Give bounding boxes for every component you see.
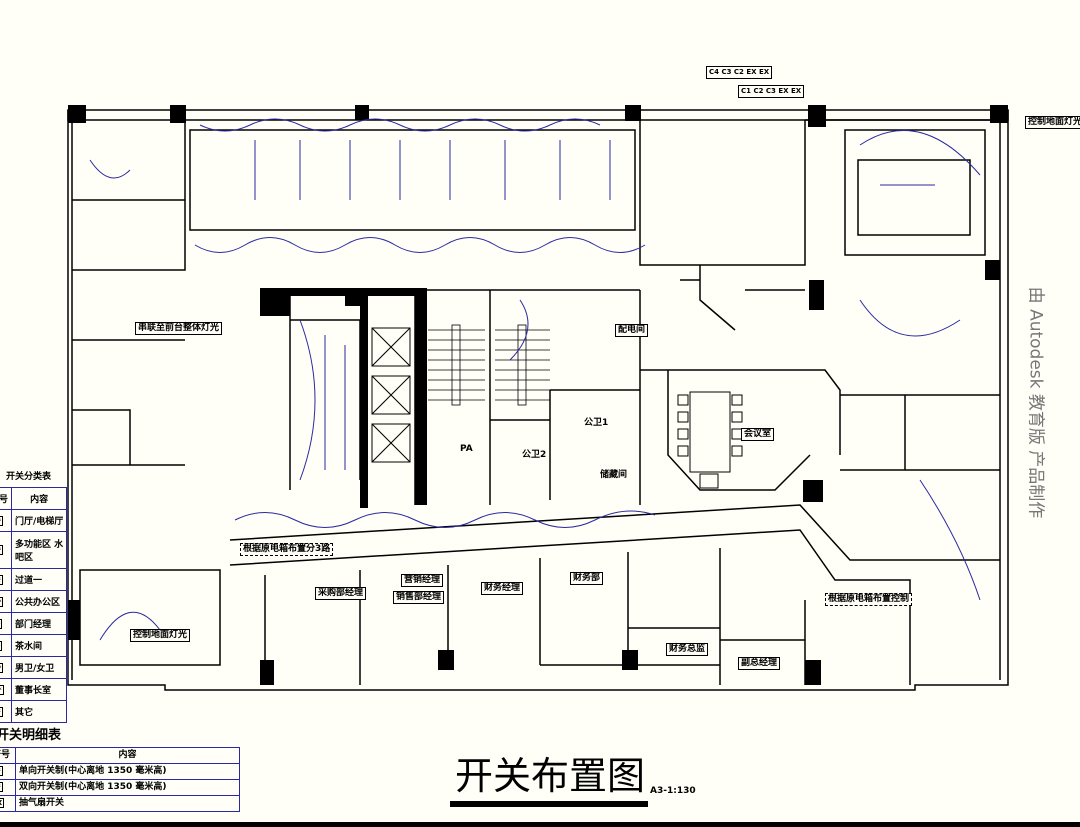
tag-top-2: C1 C2 C3 EX EX <box>738 85 805 98</box>
room-finance-manager: 财务经理 <box>481 582 524 595</box>
stairs <box>428 324 550 406</box>
table-row: H* 董事长室 <box>0 678 68 701</box>
lighting-circuits <box>89 118 981 641</box>
switch-symbol: S* <box>0 782 3 792</box>
switch-symbol: EX <box>0 798 5 808</box>
switch-symbol: F* <box>0 640 3 651</box>
room-storage: 储藏间 <box>600 470 628 480</box>
table-row: EX 抽气扇开关 <box>0 795 240 812</box>
tag-top-1: C4 C3 C2 EX EX <box>706 66 773 79</box>
switch-symbol: A* <box>0 515 4 526</box>
row-content: 多功能区 水吧区 <box>11 531 68 569</box>
room-vice-gm: 副总经理 <box>738 657 781 670</box>
room-finance-director: 财务总监 <box>666 643 709 656</box>
switch-symbol: S* <box>0 706 3 717</box>
switch-symbol: D* <box>0 596 4 607</box>
room-power: 配电间 <box>615 324 649 337</box>
room-pa: PA <box>460 444 473 454</box>
table-row: D* 公共办公区 <box>0 590 68 613</box>
room-purchase-manager: 采购部经理 <box>315 587 367 600</box>
row-content: 部门经理 <box>11 612 68 635</box>
row-content: 抽气扇开关 <box>15 795 240 812</box>
table-row: B* 多功能区 水吧区 <box>0 531 68 569</box>
title-underline <box>450 801 648 807</box>
row-content: 单向开关制(中心离地 1350 毫米高) <box>15 763 240 780</box>
room-finance-dept: 财务部 <box>570 572 604 585</box>
table-row: C* 过道一 <box>0 568 68 591</box>
note-front-light: 串联至前台整体灯光 <box>135 322 223 335</box>
room-toilet-1: 公卫1 <box>584 418 609 428</box>
note-circuit-3: 根据原电箱布置分3路 <box>240 543 334 556</box>
row-content: 董事长室 <box>11 678 68 701</box>
walls <box>67 109 1009 691</box>
table-row: S* 双向开关制(中心离地 1350 毫米高) <box>0 779 240 796</box>
header-code: 符号 <box>0 487 13 510</box>
table-row: G* 男卫/女卫 <box>0 656 68 679</box>
drawing-title: 开关布置图 <box>455 754 646 798</box>
header-content: 内容 <box>15 747 240 764</box>
switch-category-table: 符号内容 A* 门厅/电梯厅 B* 多功能区 水吧区 C* 过道一 D* 公共办公区 E… <box>0 487 68 723</box>
fixtures <box>254 140 935 470</box>
switch-symbol: H* <box>0 684 4 695</box>
header-content: 内容 <box>11 487 68 510</box>
row-content: 公共办公区 <box>11 590 68 613</box>
switch-symbol: S* <box>0 766 3 776</box>
row-content: 过道一 <box>11 568 68 591</box>
switch-detail-caption: 开关明细表 <box>0 728 62 743</box>
switch-symbol: C* <box>0 574 3 585</box>
note-floor-light-right: 控制地面灯光 <box>1025 116 1080 129</box>
autodesk-watermark: 由 Autodesk 教育版 产品制作 <box>1025 286 1046 519</box>
table-row: F* 茶水间 <box>0 634 68 657</box>
note-floor-light-left: 控制地面灯光 <box>130 629 191 642</box>
row-content: 双向开关制(中心离地 1350 毫米高) <box>15 779 240 796</box>
switch-symbol: E* <box>0 618 3 629</box>
row-content: 其它 <box>11 700 68 723</box>
switch-symbol: B* <box>0 545 3 555</box>
room-marketing-manager: 营销经理 <box>401 574 444 587</box>
room-meeting: 会议室 <box>741 428 775 441</box>
conference-table <box>677 391 743 489</box>
row-content: 男卫/女卫 <box>11 656 68 679</box>
switch-symbol: G* <box>0 662 4 673</box>
drawing-scale: A3-1:130 <box>650 786 696 796</box>
table-row: E* 部门经理 <box>0 612 68 635</box>
bottom-border <box>0 822 1080 827</box>
header-code: 符号 <box>0 747 16 764</box>
elevators <box>371 327 411 463</box>
row-content: 茶水间 <box>11 634 68 657</box>
switch-category-caption: 开关分类表 <box>6 472 52 483</box>
table-row: S* 单向开关制(中心离地 1350 毫米高) <box>0 763 240 780</box>
columns <box>68 105 1008 685</box>
row-content: 门厅/电梯厅 <box>11 509 68 532</box>
room-toilet-2: 公卫2 <box>522 450 547 460</box>
table-row: A* 门厅/电梯厅 <box>0 509 68 532</box>
note-circuit-ctrl: 根据原电箱布置控制 <box>825 593 913 606</box>
room-sales-manager: 销售部经理 <box>393 591 445 604</box>
table-row: S* 其它 <box>0 700 68 723</box>
switch-detail-table: 符号内容 S* 单向开关制(中心离地 1350 毫米高) S* 双向开关制(中心离地… <box>0 747 240 812</box>
